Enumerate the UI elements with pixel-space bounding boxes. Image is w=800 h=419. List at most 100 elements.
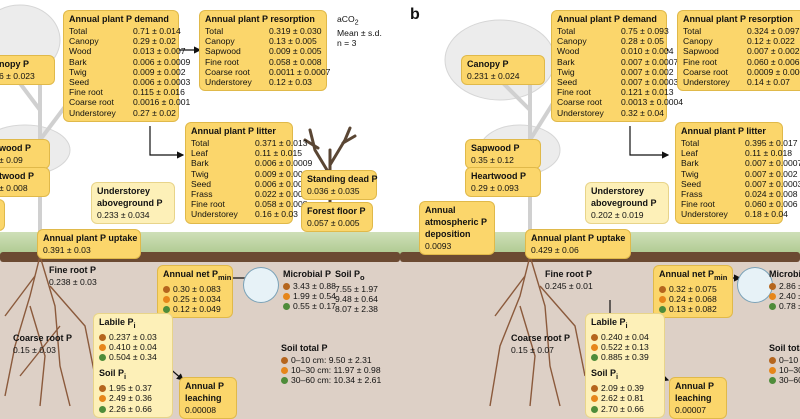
row-label: Canopy	[683, 36, 713, 47]
list-item-value: 2.09 ± 0.39	[601, 383, 644, 394]
forest-floor-value: 0.057 ± 0.005	[307, 218, 360, 228]
leaching-title: Annual P	[675, 381, 715, 391]
resorption-title: Annual plant P resorption	[683, 14, 793, 24]
row-label: Understorey	[69, 107, 116, 118]
row-label: Coarse root	[683, 66, 728, 77]
list-item: 2.26 ± 0.66	[99, 404, 167, 414]
row-value: 0.0016 ± 0.001	[133, 97, 191, 108]
list-item: 2.40 ±	[769, 291, 800, 301]
net-pmin-title: Annual net Pmin	[659, 269, 728, 282]
understorey-title2: aboveground P	[591, 198, 657, 208]
row-label: Total	[69, 26, 88, 36]
fine-root-value: 0.245 ± 0.01	[545, 281, 593, 291]
coarse-root-title: Coarse root P	[511, 333, 571, 343]
litter-title: Annual plant P litter	[191, 126, 276, 136]
row-value: 0.121 ± 0.013	[621, 87, 674, 98]
heartwood-p-box: Heartwood P 0.29 ± 0.093	[466, 168, 540, 197]
list-item-value: 1.99 ± 0.54	[293, 291, 336, 302]
depth-dot-icon	[591, 405, 598, 413]
fine-root-value: 0.238 ± 0.03	[49, 277, 97, 287]
row-label: Canopy	[557, 36, 587, 47]
row-label: Total	[205, 26, 224, 36]
forest-floor-p-box: Forest floor P 0.057 ± 0.005	[302, 203, 372, 232]
soil-total-title: Soil tota	[769, 343, 800, 353]
coarse-root-p-label: Coarse root P 0.15 ± 0.03	[8, 330, 88, 358]
deposition-title: Annual	[425, 205, 456, 215]
row-label: Total	[683, 26, 702, 36]
depth-dot-icon	[769, 303, 776, 311]
row-label: Coarse root	[69, 97, 114, 108]
table-row: Canopy 0.28 ± 0.05	[557, 36, 664, 47]
list-item: 0.240 ± 0.04	[591, 332, 659, 342]
list-item-value: 0.504 ± 0.34	[109, 352, 157, 363]
heartwood-value: ± 0.008	[0, 183, 28, 193]
row-label: Leaf	[681, 148, 698, 159]
list-item: 0–10 c	[769, 355, 800, 365]
list-item-value: 0.240 ± 0.04	[601, 331, 649, 342]
list-item-value: 2.70 ± 0.66	[601, 403, 644, 414]
row-value: 0.007 ± 0.002	[745, 168, 798, 179]
understorey-title: Understorey	[97, 186, 151, 196]
standing-dead-value: 0.036 ± 0.035	[307, 186, 360, 196]
demand-title: Annual plant P demand	[69, 14, 169, 24]
understorey-title2: aboveground P	[97, 198, 163, 208]
list-item: 2.49 ± 0.36	[99, 393, 167, 403]
row-label: Understorey	[191, 209, 238, 220]
depth-dot-icon	[283, 283, 290, 290]
depth-dot-icon	[591, 354, 598, 362]
list-item: 0.522 ± 0.13	[591, 342, 659, 352]
list-item: 0.237 ± 0.03	[99, 332, 167, 342]
row-value: 0.0009 ± 0.000	[747, 66, 800, 77]
understorey-aboveground-p-box: Understorey aboveground P 0.233 ± 0.034	[92, 183, 174, 224]
canopy-p-box: nopy P 6 ± 0.023	[0, 56, 54, 85]
row-label: Total	[681, 138, 700, 148]
list-item: 0.78 ±	[769, 301, 800, 311]
depth-dot-icon	[99, 333, 106, 341]
depth-dot-icon	[281, 377, 288, 385]
soil-pi-title: Soil Pi	[99, 368, 127, 382]
row-value: 0.28 ± 0.05	[621, 36, 664, 47]
list-item-value: 7.55 ± 1.97	[335, 283, 378, 294]
list-item-value: 0.32 ± 0.075	[669, 283, 717, 294]
list-item: 0.885 ± 0.39	[591, 352, 659, 362]
depth-dot-icon	[281, 367, 288, 375]
row-value: 0.14 ± 0.07	[747, 77, 790, 88]
list-item-value: 2.62 ± 0.81	[601, 393, 644, 404]
row-value: 0.18 ± 0.04	[745, 209, 788, 220]
canopy-title: nopy P	[0, 59, 30, 69]
roots-illustration	[489, 256, 586, 407]
row-value: 0.013 ± 0.007	[133, 46, 186, 57]
list-item-value: 0–10 c	[779, 355, 800, 365]
row-label: Fine root	[69, 87, 103, 98]
list-item-value: 0–10 cm: 9.50 ± 2.31	[291, 355, 372, 365]
demand-title: Annual plant P demand	[557, 14, 657, 24]
depth-dot-icon	[769, 367, 776, 375]
list-item: 0.25 ± 0.034	[163, 294, 227, 304]
row-value: 0.319 ± 0.030	[269, 26, 322, 36]
list-item: 30–60	[769, 375, 800, 385]
canopy-value: 0.231 ± 0.024	[467, 71, 520, 81]
legend-stat: Mean ± s.d.	[337, 27, 382, 38]
